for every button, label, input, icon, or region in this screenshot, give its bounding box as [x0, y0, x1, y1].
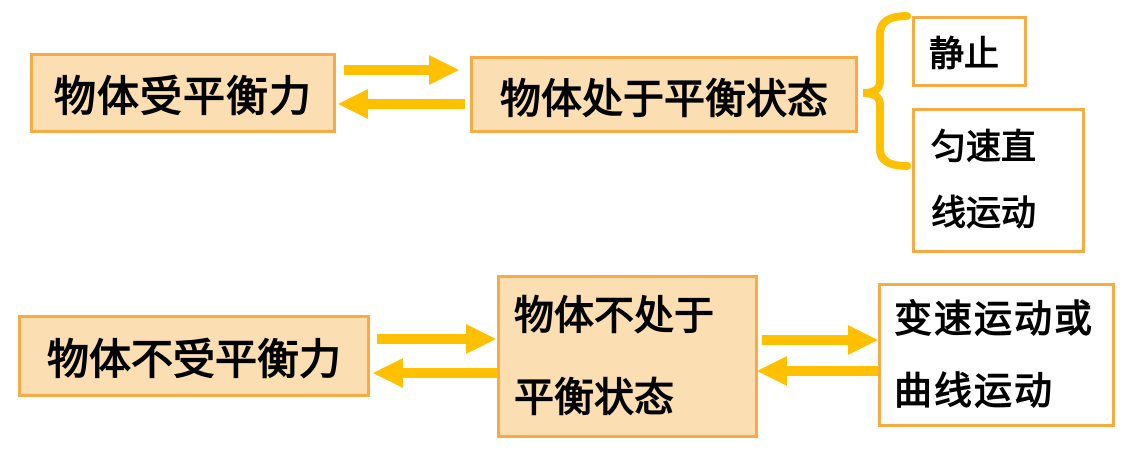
box-equilibrium-state: 物体处于平衡状态: [470, 56, 858, 133]
uniform-motion-label-line1: 匀速直: [931, 127, 1037, 168]
box-variable-curved-motion: 变速运动或 曲线运动: [878, 283, 1115, 427]
box-balanced-force: 物体受平衡力: [30, 53, 336, 133]
variable-motion-label-line2: 曲线运动: [894, 369, 1055, 413]
arrow-left-bottom-left-icon: [373, 358, 498, 388]
box-rest: 静止: [912, 16, 1027, 87]
uniform-motion-label-line2: 线运动: [931, 193, 1037, 234]
variable-motion-label-line1: 变速运动或: [894, 297, 1095, 341]
unbalanced-force-label: 物体不受平衡力: [46, 334, 341, 384]
brace-icon: [862, 12, 911, 170]
box-non-equilibrium-state: 物体不处于 平衡状态: [497, 275, 758, 438]
arrow-right-bottom-right-icon: [762, 325, 878, 355]
box-uniform-linear-motion: 匀速直 线运动: [912, 108, 1085, 253]
non-equilibrium-label-line1: 物体不处于: [514, 292, 714, 339]
box-unbalanced-force: 物体不受平衡力: [18, 315, 370, 397]
arrow-right-top-icon: [344, 55, 459, 85]
arrow-right-bottom-left-icon: [377, 324, 496, 354]
arrow-left-top-icon: [338, 89, 465, 119]
non-equilibrium-label-line2: 平衡状态: [514, 374, 674, 421]
equilibrium-state-label: 物体处于平衡状态: [500, 74, 828, 123]
balanced-force-label: 物体受平衡力: [53, 71, 312, 121]
arrow-left-bottom-right-icon: [757, 356, 881, 386]
rest-label: 静止: [929, 35, 1000, 75]
